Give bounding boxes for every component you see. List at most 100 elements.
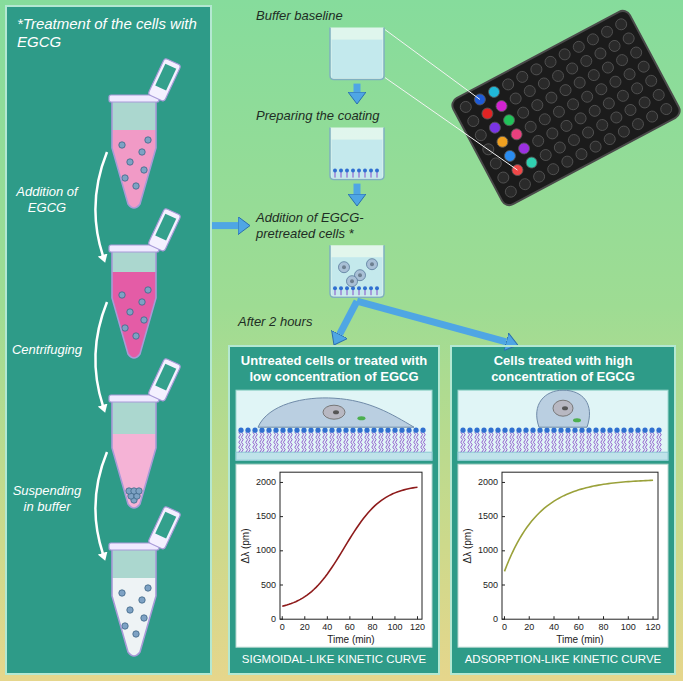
tube xyxy=(109,358,181,524)
plate-well xyxy=(566,97,581,112)
plate-well xyxy=(496,170,511,185)
tick xyxy=(280,550,283,551)
plate-well xyxy=(609,110,624,125)
panel-heading: Untreated cells or treated with low conc… xyxy=(238,353,430,384)
plate-well xyxy=(508,91,523,106)
lipid-head xyxy=(488,428,493,433)
tube-lid xyxy=(148,58,181,102)
sample-well xyxy=(487,84,502,99)
step-arrow xyxy=(95,152,107,256)
lipid-head xyxy=(420,428,425,433)
cell-nucleus xyxy=(323,405,345,419)
lipid-tail xyxy=(381,432,383,452)
tick xyxy=(529,616,530,619)
cell-dot xyxy=(127,309,133,315)
axis-tick: 120 xyxy=(410,622,425,633)
lipid-tail xyxy=(531,432,533,452)
axis-tick: 40 xyxy=(549,622,559,633)
microplate xyxy=(450,8,683,208)
lipid-head xyxy=(238,428,243,433)
tick xyxy=(502,585,505,586)
lipid-head xyxy=(481,428,486,433)
tick xyxy=(653,616,654,619)
sample-well xyxy=(495,134,510,149)
lipid-tail xyxy=(587,432,589,452)
lipid-tail xyxy=(463,432,465,452)
lipid-tail xyxy=(503,432,505,452)
lipid-tail xyxy=(470,432,472,452)
lipid-tail xyxy=(239,432,241,452)
cell-dot xyxy=(139,149,145,155)
plate-well xyxy=(595,118,610,133)
flow-arrow xyxy=(212,222,238,229)
tick xyxy=(554,616,555,619)
plate-well xyxy=(515,69,530,84)
lipid-head xyxy=(294,428,299,433)
cell-nucleus xyxy=(553,400,573,416)
step-label: Preparing the coating xyxy=(256,108,384,124)
lipid-tail xyxy=(573,432,575,452)
lid-tab xyxy=(155,214,176,241)
lipid-tail xyxy=(559,432,561,452)
lipid-tail xyxy=(657,432,659,452)
lipid-head xyxy=(280,428,285,433)
lipid-tail xyxy=(608,432,610,452)
axis-tick: 1500 xyxy=(256,511,276,522)
lipid-tail xyxy=(407,432,409,452)
lipid-head xyxy=(413,428,418,433)
lipid-tail xyxy=(332,432,334,452)
cell-dot xyxy=(141,615,147,621)
lipid-tail xyxy=(395,432,397,452)
tick xyxy=(603,616,604,619)
lipid-tail xyxy=(526,432,528,452)
well-space xyxy=(330,245,384,297)
plate-well xyxy=(557,47,572,62)
lipid-tail xyxy=(288,432,290,452)
plate-body xyxy=(450,8,683,208)
cell-dot xyxy=(133,333,139,339)
plate-well xyxy=(630,81,645,96)
cell-dot xyxy=(119,292,125,298)
cell-dot xyxy=(141,167,147,173)
lipid-head xyxy=(467,428,472,433)
lid-plate xyxy=(148,506,181,550)
lipid-tail xyxy=(246,432,248,452)
lipid-tail xyxy=(554,432,556,452)
lipid-tail xyxy=(610,432,612,452)
axis-tick: 500 xyxy=(483,580,498,591)
lipid-head xyxy=(345,169,349,173)
plate-well xyxy=(551,104,566,119)
tick xyxy=(327,616,328,619)
lipid-head xyxy=(378,428,383,433)
plate-well xyxy=(571,39,586,54)
assay-step: Preparing the coating xyxy=(250,104,390,184)
step-note: Centrifuging xyxy=(6,342,88,358)
lipid-head xyxy=(345,286,349,290)
lipid-tail xyxy=(281,432,283,452)
plate-well xyxy=(544,90,559,105)
lipid-head xyxy=(287,428,292,433)
axis-tick: 100 xyxy=(387,622,402,633)
lid-tab xyxy=(155,364,176,391)
lipid-tail xyxy=(255,432,257,452)
protocol-panel: *Treatment of the cells with EGCG xyxy=(5,5,212,675)
plate-well xyxy=(588,139,603,154)
lipid-tail xyxy=(330,432,332,452)
plate-well xyxy=(536,76,551,91)
lipid-tail xyxy=(421,432,423,452)
illustration-ground xyxy=(458,390,668,460)
well-glass xyxy=(330,28,384,80)
plate-well xyxy=(587,103,602,118)
lipid-tail xyxy=(241,432,243,452)
plate-well xyxy=(629,45,644,60)
plate-well xyxy=(615,53,630,68)
result-panel: Untreated cells or treated with low conc… xyxy=(228,345,440,675)
panel-grounds xyxy=(5,5,676,675)
plate-well xyxy=(545,126,560,141)
plate-well xyxy=(559,118,574,133)
buffer xyxy=(332,257,383,296)
lipid-tail xyxy=(643,432,645,452)
tube-outline xyxy=(112,100,156,208)
lipid-tail xyxy=(659,432,661,452)
lipid-tail xyxy=(652,432,654,452)
